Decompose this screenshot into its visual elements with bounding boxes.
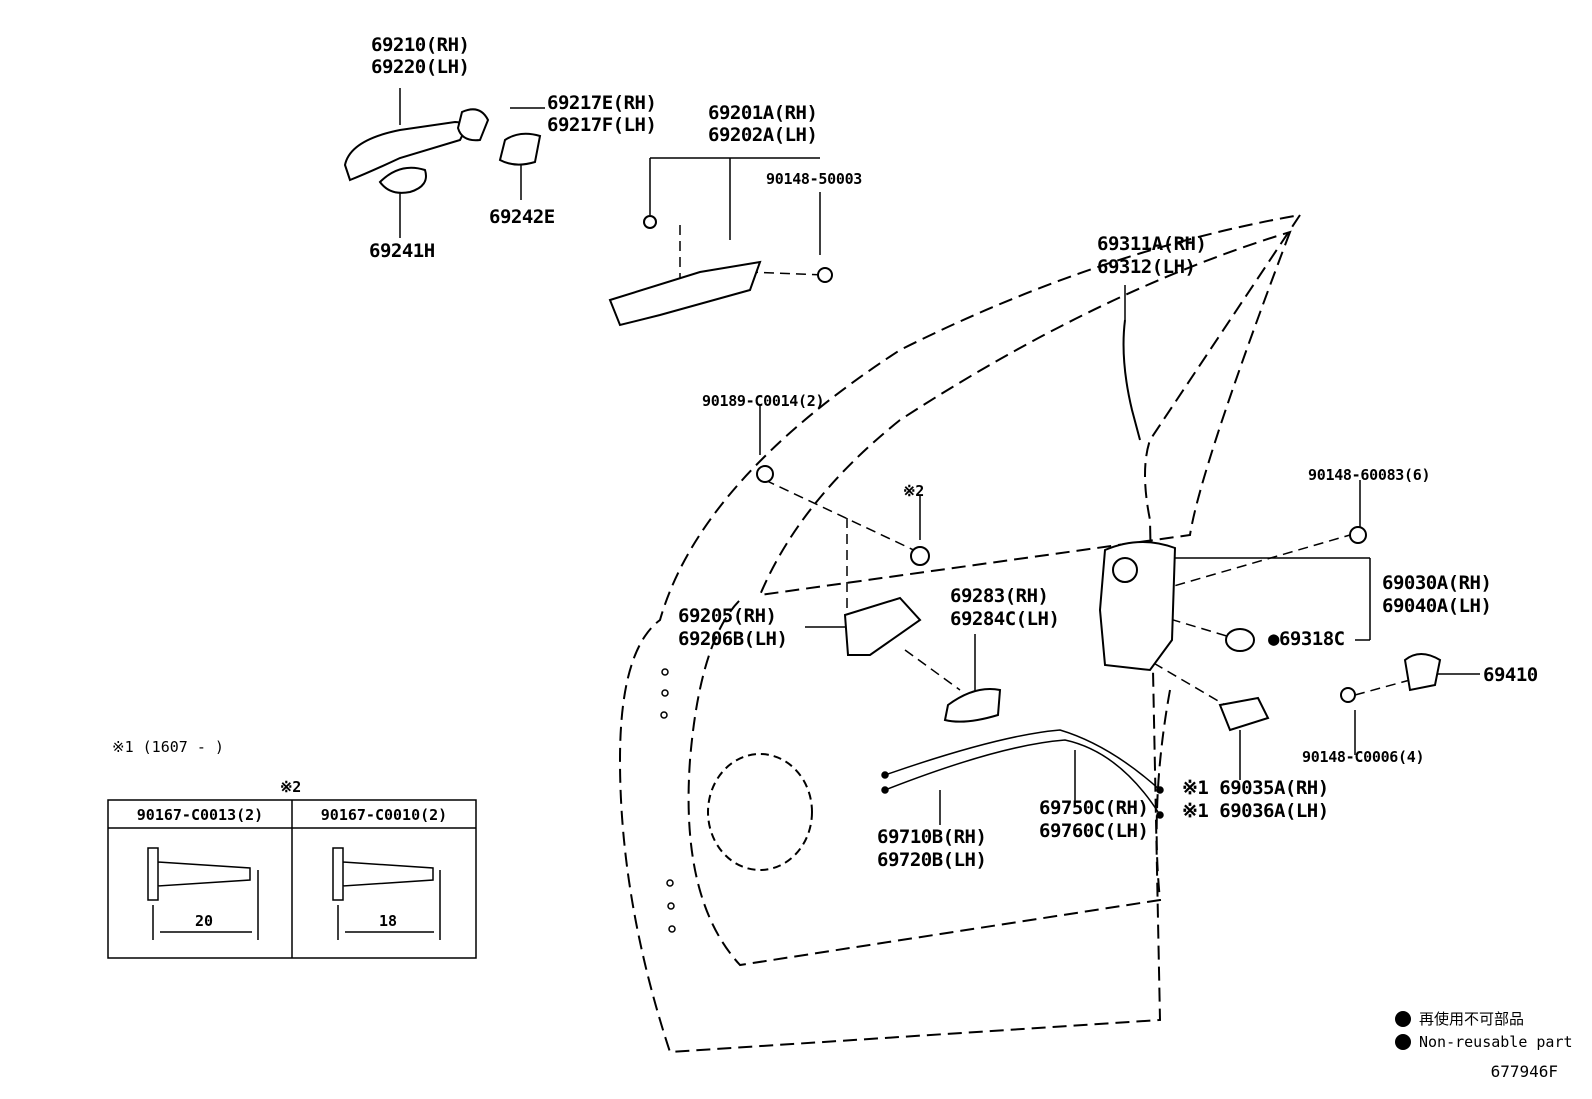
label-screw-top: 90148-50003 [766, 170, 863, 188]
label-cover-lh: 69284C(LH) [950, 608, 1060, 630]
label-protector-rh: ※1 69035A(RH) [1182, 777, 1329, 799]
label-frame-lh: 69202A(LH) [708, 124, 818, 146]
striker [1403, 653, 1442, 692]
striker-screw [1340, 687, 1356, 703]
handle-cap [456, 108, 490, 142]
inside-handle [843, 596, 922, 656]
non-reusable-dot-icon [1395, 1010, 1411, 1027]
label-handle-lh: 69220(LH) [371, 56, 470, 78]
label-screw-6: 90148-60083(6) [1308, 466, 1431, 484]
label-lock-rh: 69030A(RH) [1382, 572, 1492, 594]
table-title: ※2 [280, 778, 301, 796]
non-reusable-dot-icon [1395, 1034, 1411, 1050]
figure-code: 677946F [1490, 1062, 1558, 1081]
label-cable1-lh: 69720B(LH) [877, 849, 987, 871]
screw-a [147, 847, 251, 901]
label-cable1-rh: 69710B(RH) [877, 826, 987, 848]
label-note2: ※2 [903, 482, 924, 500]
dimension-2: 18 [378, 912, 398, 930]
dimension-1: 20 [194, 912, 214, 930]
window-frame-outline [758, 230, 1292, 597]
label-cover-plate: 69242E [489, 206, 555, 228]
striker-screw-top [1349, 526, 1367, 544]
grommet [1225, 628, 1255, 652]
label-handle-rh: 69210(RH) [371, 34, 470, 56]
inside-cover [943, 688, 1002, 723]
label-clip: 90189-C0014(2) [702, 392, 825, 410]
label-protector-lh: ※1 69036A(LH) [1182, 800, 1329, 822]
top-screw [817, 267, 833, 283]
frame-screw [643, 215, 657, 229]
legend-jp: 再使用不可部品 [1395, 1008, 1524, 1029]
table-col-2: 90167-C0010(2) [320, 806, 448, 824]
label-screw-4: 90148-C0006(4) [1302, 748, 1425, 766]
handle-pad [378, 166, 427, 194]
note1: ※1 (1607 - ) [112, 738, 224, 756]
label-lock-lh: 69040A(LH) [1382, 595, 1492, 617]
label-rod-rh: 69311A(RH) [1097, 233, 1207, 255]
door-inner-panel [687, 599, 1171, 967]
cable-2 [884, 739, 1161, 816]
label-frame-rh: 69201A(RH) [708, 102, 818, 124]
label-cable2-rh: 69750C(RH) [1039, 797, 1149, 819]
legend-en-text: Non-reusable part [1419, 1033, 1573, 1051]
cable-1 [884, 729, 1161, 791]
label-pad: 69241H [369, 240, 435, 262]
label-rod-lh: 69312(LH) [1097, 256, 1196, 278]
label-cap-lh: 69217F(LH) [547, 114, 657, 136]
door-lock-assembly [1098, 540, 1177, 672]
handle-frame [608, 260, 762, 327]
cover-plate [498, 132, 542, 166]
label-cap-rh: 69217E(RH) [547, 92, 657, 114]
clip [756, 465, 774, 483]
trim-screw [910, 546, 930, 566]
label-grommet: ●69318C [1268, 628, 1345, 650]
label-cable2-lh: 69760C(LH) [1039, 820, 1149, 842]
label-cover-rh: 69283(RH) [950, 585, 1049, 607]
lock-protector [1218, 696, 1270, 732]
label-striker: 69410 [1483, 664, 1538, 686]
lock-rod [1122, 319, 1141, 441]
legend-en: Non-reusable part [1395, 1033, 1573, 1051]
legend-jp-text: 再使用不可部品 [1419, 1010, 1525, 1028]
speaker-opening [707, 753, 813, 871]
lock-gear [1112, 557, 1138, 583]
screw-b [332, 847, 434, 901]
label-inside-lh: 69206B(LH) [678, 628, 788, 650]
table-col-1: 90167-C0013(2) [136, 806, 264, 824]
label-inside-rh: 69205(RH) [678, 605, 777, 627]
